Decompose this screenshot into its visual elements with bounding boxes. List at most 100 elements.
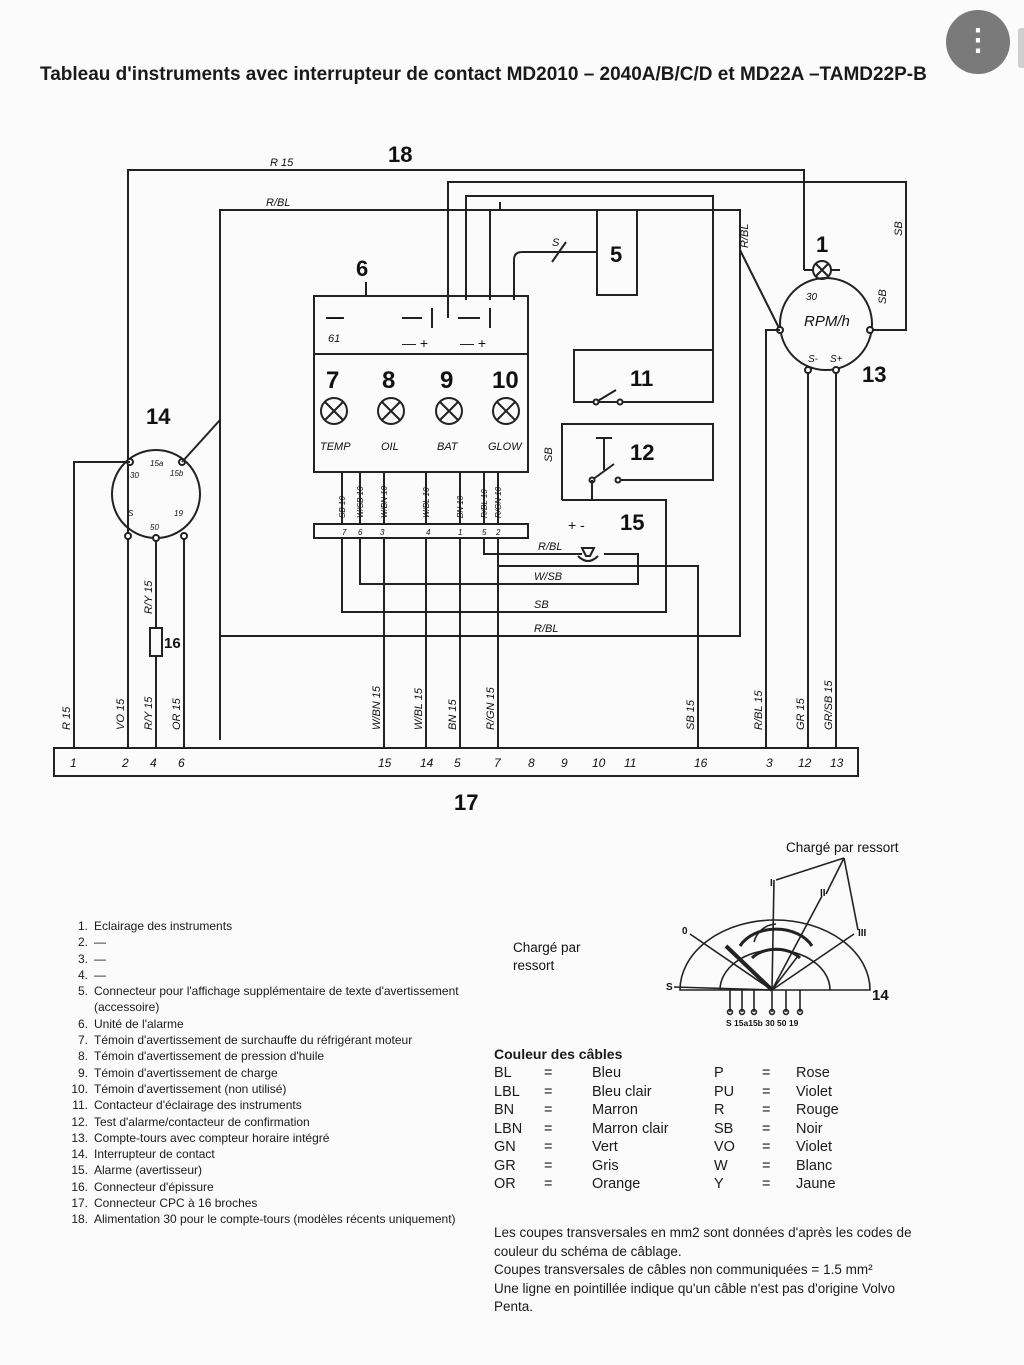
bus-pin-4: 4 — [426, 528, 431, 537]
cable-color-code: LBL — [494, 1083, 520, 1100]
cable-color-eq: = — [544, 1083, 553, 1100]
label-13: 13 — [862, 362, 886, 387]
switch14-15b: 15b — [170, 469, 184, 478]
legend-number: 17. — [71, 1196, 88, 1211]
wire-from-unit — [465, 195, 714, 403]
wire-label-wsb: W/SB — [534, 571, 562, 583]
bottom-label-rbl15: R/BL 15 — [753, 690, 765, 730]
cable-color-eq: = — [544, 1157, 553, 1174]
legend-text: Unité de l'alarme — [94, 1016, 184, 1031]
bottom-label-vo15: VO 15 — [115, 698, 127, 730]
bottom-label-r15: R 15 — [61, 706, 73, 730]
legend-item: 13.Compte-tours avec compteur horaire in… — [62, 1130, 462, 1146]
wire-sb-loop — [447, 181, 907, 331]
legend-text: — — [94, 935, 106, 950]
pin-15: 15 — [378, 756, 392, 770]
pin-14: 14 — [420, 756, 434, 770]
label-5: 5 — [610, 242, 622, 267]
wire-rbl-bus — [219, 250, 741, 740]
legend-item: 3.— — [62, 951, 462, 967]
legend-item: 14.Interrupteur de contact — [62, 1146, 462, 1162]
legend-text: Alimentation 30 pour le compte-tours (mo… — [94, 1212, 456, 1227]
legend-text: Témoin d'avertissement de surchauffe du … — [94, 1033, 413, 1048]
cable-color-name2: Violet — [796, 1139, 833, 1155]
bottom-label-ry15: R/Y 15 — [143, 696, 155, 730]
pin-3: 3 — [766, 756, 773, 770]
bus-connector — [313, 523, 529, 539]
label-8: 8 — [382, 367, 395, 394]
legend-number: 16. — [71, 1179, 88, 1194]
cable-color-eq: = — [544, 1102, 553, 1118]
cable-color-code2: SB — [714, 1120, 734, 1137]
pin-6: 6 — [178, 756, 185, 770]
unit6-t61: 61 — [328, 333, 340, 345]
legend-number: 9. — [77, 1065, 88, 1080]
pin-13: 13 — [830, 756, 844, 770]
legend-text: — — [94, 967, 106, 982]
cable-color-code2: W — [714, 1157, 728, 1174]
switch14-19: 19 — [174, 509, 183, 518]
switch14-15a: 15a — [150, 459, 164, 468]
legend-item: 6.Unité de l'alarme — [62, 1016, 462, 1032]
legend-number: 13. — [71, 1130, 88, 1145]
legend-item: 8.Témoin d'avertissement de pression d'h… — [62, 1048, 462, 1064]
bus-label-rbl10: R/BL 10 — [480, 489, 489, 518]
wire-unit-2 — [489, 202, 501, 300]
more-options-button[interactable]: ⋮ — [946, 10, 1010, 74]
notes: Les coupes transversales en mm2 sont don… — [494, 1224, 914, 1317]
note-1: Les coupes transversales en mm2 sont don… — [494, 1225, 912, 1259]
wire-label-sb-right2: SB — [877, 289, 889, 304]
legend-item: 2.— — [62, 934, 462, 950]
cable-color-eq2: = — [762, 1157, 771, 1174]
bus-label-wbn10: W/BN 10 — [380, 485, 389, 518]
cable-color-eq2: = — [762, 1139, 771, 1155]
horn-polarity: + - — [568, 517, 585, 533]
cpc-connector-17 — [53, 747, 859, 777]
lamp-1-icon — [812, 260, 832, 280]
cable-color-name2: Blanc — [796, 1157, 833, 1174]
bus-label-wsb10: W/SB 10 — [356, 486, 365, 518]
cable-color-name2: Noir — [796, 1120, 823, 1137]
lamp-label-temp: TEMP — [320, 441, 351, 453]
lamp-label-oil: OIL — [381, 441, 399, 453]
splice-connector-16 — [149, 627, 163, 657]
cable-color-name2: Jaune — [796, 1176, 836, 1192]
pin-7: 7 — [494, 756, 502, 770]
bottom-label-bn15: BN 15 — [447, 699, 459, 730]
cable-color-name: Orange — [592, 1176, 641, 1192]
legend-text: Connecteur pour l'affichage supplémentai… — [94, 984, 459, 1015]
legend-text: Alarme (avertisseur) — [94, 1163, 203, 1178]
legend-text: Test d'alarme/contacteur de confirmation — [94, 1114, 310, 1129]
cable-color-code: OR — [494, 1176, 516, 1192]
legend-number: 14. — [71, 1147, 88, 1162]
cable-color-eq2: = — [762, 1176, 771, 1192]
pin-2: 2 — [121, 756, 129, 770]
label-9: 9 — [440, 367, 453, 394]
lamp-label-bat: BAT — [437, 441, 459, 453]
label-7: 7 — [326, 367, 339, 394]
label-18: 18 — [388, 142, 412, 167]
cable-color-eq: = — [544, 1065, 553, 1081]
push-switch-12-icon — [588, 437, 622, 484]
key-terminals: S 15a15b 30 50 19 — [726, 1018, 799, 1028]
tacho-s-minus: S- — [808, 354, 819, 365]
cable-color-eq: = — [544, 1120, 553, 1137]
pin-5: 5 — [454, 756, 461, 770]
legend-text: Contacteur d'éclairage des instruments — [94, 1098, 302, 1113]
legend-number: 5. — [77, 984, 88, 999]
cable-color-eq2: = — [762, 1083, 771, 1100]
wire-rbl-horn — [483, 538, 582, 555]
legend-item: 5. Connecteur pour l'affichage supplément… — [62, 983, 462, 1016]
bus-label-rgn10: R/GN 10 — [494, 486, 503, 518]
bottom-label-wbn15: W/BN 15 — [371, 685, 383, 730]
cable-color-eq2: = — [762, 1065, 771, 1081]
wire-label-sb-mid: SB — [543, 447, 555, 462]
lamp-label-glow: GLOW — [488, 441, 523, 453]
legend-text: Eclairage des instruments — [94, 919, 233, 933]
bus-pin-5: 5 — [482, 528, 487, 537]
cable-color-eq: = — [544, 1176, 553, 1192]
legend-item: 9.Témoin d'avertissement de charge — [62, 1065, 462, 1081]
legend-text: — — [94, 951, 106, 966]
